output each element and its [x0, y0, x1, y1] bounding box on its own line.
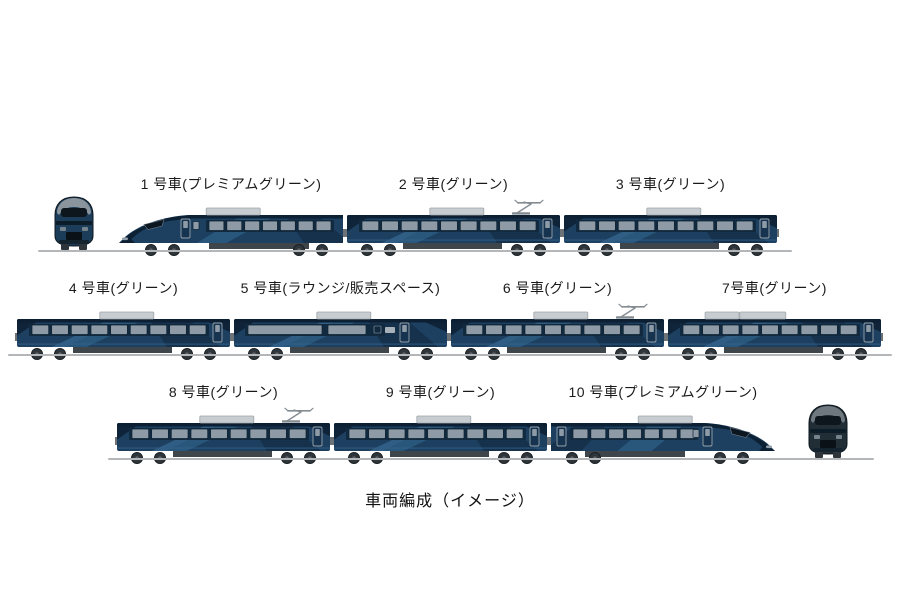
car-block-1-1: 1 号車(プレミアムグリーン) [117, 168, 345, 257]
car-label: 2 号車(グリーン) [398, 176, 509, 192]
car-block-1-2: 2 号車(グリーン) [345, 168, 562, 257]
front-view-block-right [800, 402, 856, 465]
car-label: 9 号車(グリーン) [385, 384, 496, 400]
car-block-2-3: 6 号車(グリーン) [449, 272, 666, 361]
car-block-3-3: 10 号車(プレミアムグリーン) [549, 376, 777, 465]
car-label: 3 号車(グリーン) [615, 176, 726, 192]
formation-row-3: 8 号車(グリーン) 9 号車(グリーン) 10 号車(プレミアムグリーン) [0, 376, 900, 486]
car-label: 5 号車(ラウンジ/販売スペース) [240, 280, 441, 296]
car-illustration [345, 199, 562, 256]
car-label: 4 号車(グリーン) [68, 280, 179, 296]
car-block-1-3: 3 号車(グリーン) [562, 168, 779, 257]
train-front-view-left [54, 196, 94, 250]
car-block-3-2: 9 号車(グリーン) [332, 376, 549, 465]
ground-line [38, 250, 792, 252]
car-block-2-4: 7号車(グリーン) [666, 272, 883, 361]
car-illustration [449, 303, 666, 360]
ground-line [8, 354, 892, 356]
car-illustration [232, 311, 449, 360]
car-block-3-1: 8 号車(グリーン) [115, 376, 332, 465]
car-block-2-2: 5 号車(ラウンジ/販売スペース) [232, 272, 449, 361]
car-illustration [15, 311, 232, 360]
formation-caption: 車両編成（イメージ） [365, 493, 535, 510]
car-illustration [119, 207, 345, 256]
car-label: 7号車(グリーン) [722, 280, 827, 296]
formation-row-1: 1 号車(プレミアムグリーン) 2 号車(グリーン) 3 号車(グリーン) [0, 168, 900, 278]
car-illustration [666, 311, 883, 360]
ground-line [108, 458, 874, 460]
formation-row-2: 4 号車(グリーン) 5 号車(ラウンジ/販売スペース) 6 号車(グリーン) 7号車… [0, 272, 900, 382]
car-label: 10 号車(プレミアムグリーン) [568, 384, 758, 400]
car-label: 8 号車(グリーン) [168, 384, 279, 400]
train-front-view-right [808, 404, 848, 458]
car-illustration [332, 415, 549, 464]
car-illustration [549, 415, 775, 464]
car-label: 1 号車(プレミアムグリーン) [140, 176, 322, 192]
car-block-2-1: 4 号車(グリーン) [15, 272, 232, 361]
car-label: 6 号車(グリーン) [502, 280, 613, 296]
front-view-block-left [46, 194, 102, 257]
car-illustration [562, 207, 779, 256]
car-illustration [115, 407, 332, 464]
